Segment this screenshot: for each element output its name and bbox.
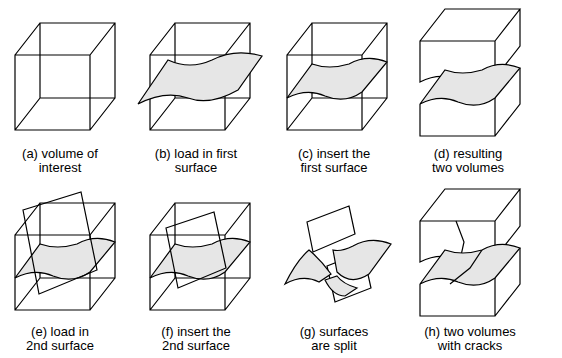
cracked-volumes [420, 189, 520, 316]
cube-figure [150, 203, 250, 310]
cube-figure [287, 23, 387, 130]
panel-caption: (g) surfaces are split [290, 325, 378, 353]
panel-caption: (b) load in first surface [152, 147, 240, 175]
split-volumes [420, 9, 520, 136]
cube-figure [15, 192, 115, 310]
panel-caption: (d) resulting two volumes [422, 147, 514, 175]
cube-figure [15, 23, 115, 130]
cube-figure [138, 23, 262, 130]
split-surfaces [285, 206, 391, 302]
panel-caption: (e) load in 2nd surface [19, 325, 101, 353]
panel-caption: (a) volume of interest [21, 147, 99, 175]
panel-caption: (c) insert the first surface [287, 147, 381, 175]
panel-caption: (f) insert the 2nd surface [150, 325, 242, 353]
panel-caption: (h) two volumes with cracks [416, 325, 524, 353]
